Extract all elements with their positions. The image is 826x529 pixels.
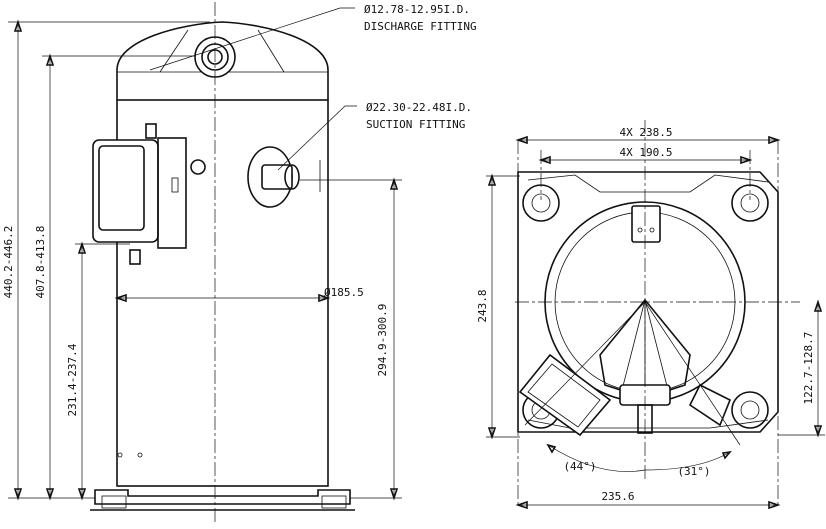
top-view: 4X 238.5 4X 190.5 243.8 235.6 122.7-128.… [476, 120, 825, 510]
mount-outer-label: 4X 238.5 [620, 126, 673, 139]
angle-left-label: (44°) [563, 460, 596, 473]
terminal-box-top [518, 353, 612, 437]
terminal-box [92, 123, 206, 265]
top-bracket [631, 205, 661, 243]
top-cap [116, 21, 329, 100]
width-label: 235.6 [601, 490, 634, 503]
suction-diameter-label: Ø22.30-22.48I.D. [366, 101, 472, 114]
suction-fitting [247, 146, 321, 208]
angle-right-label: (31°) [677, 465, 710, 478]
terminal-height-label: 231.4-237.4 [66, 343, 79, 416]
mount-inner-label: 4X 190.5 [620, 146, 673, 159]
side-view: 440.2-446.2 407.8-413.8 231.4-237.4 294.… [2, 2, 477, 525]
body-height-label: 407.8-413.8 [34, 226, 47, 299]
depth-label: 243.8 [476, 289, 489, 322]
overall-height-label: 440.2-446.2 [2, 226, 15, 299]
suction-height-label: 294.9-300.9 [376, 304, 389, 377]
discharge-leader [149, 7, 355, 71]
suction-fitting-top [688, 383, 732, 427]
offset-label: 122.7-128.7 [802, 332, 815, 405]
suction-leader [277, 105, 357, 171]
discharge-diameter-label: Ø12.78-12.95I.D. [364, 3, 470, 16]
discharge-fitting-label: DISCHARGE FITTING [364, 20, 477, 33]
shell-diameter-label: Ø185.5 [324, 286, 364, 299]
base-plate [90, 452, 355, 511]
shell-body [116, 99, 329, 487]
suction-fitting-label: SUCTION FITTING [366, 118, 465, 131]
